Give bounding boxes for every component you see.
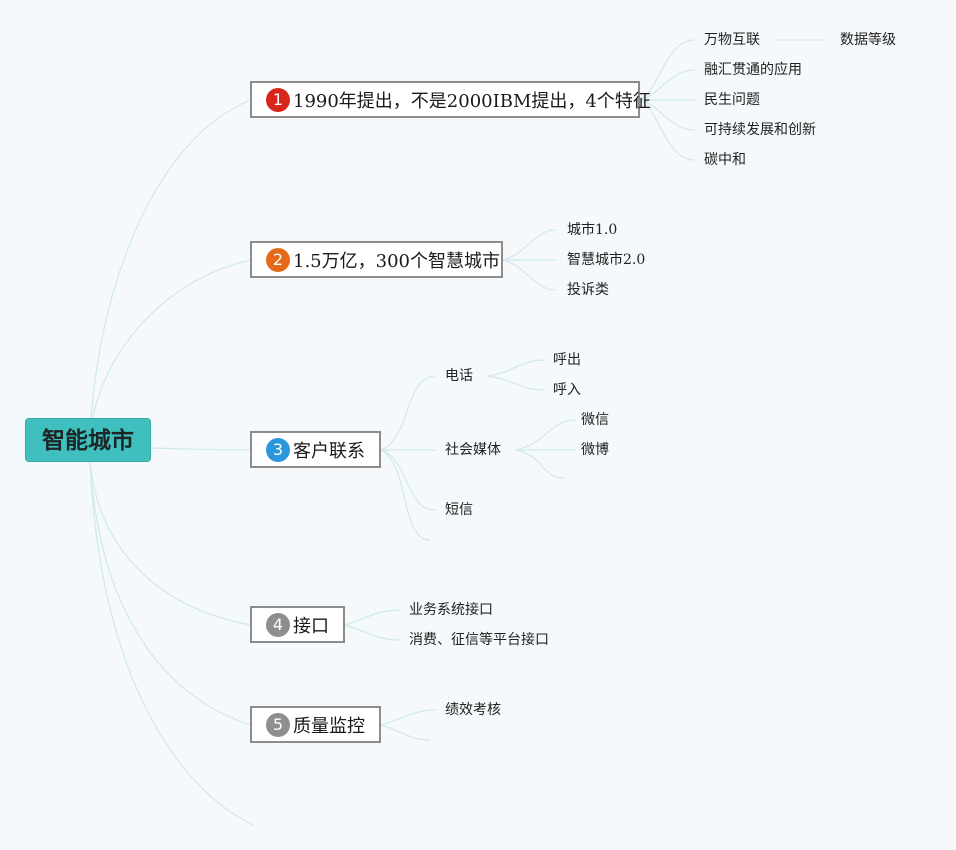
link-b1-c2 xyxy=(639,69,696,101)
subtopic[interactable]: 碳中和 xyxy=(704,152,746,168)
link-b3-c1 xyxy=(380,375,436,451)
link-b5-c2-empty xyxy=(380,724,431,741)
link-b5-c1 xyxy=(380,709,436,726)
branch-label: 接口 xyxy=(293,615,329,637)
link-b3-c4-empty xyxy=(380,449,431,541)
subtopic[interactable]: 短信 xyxy=(445,502,473,518)
subtopic[interactable]: 社会媒体 xyxy=(445,442,501,458)
link-b4-c1 xyxy=(343,609,401,626)
branch-label: 客户联系 xyxy=(293,440,365,462)
link-root-branch-3 xyxy=(150,447,252,451)
subtopic[interactable]: 投诉类 xyxy=(567,282,609,298)
link-b2-c3 xyxy=(502,259,556,291)
branch-topic-5[interactable]: 5 质量监控 xyxy=(250,706,381,743)
link-b1-c5 xyxy=(639,99,696,161)
link-b2-c1 xyxy=(502,229,556,261)
branch-topic-3[interactable]: 3 客户联系 xyxy=(250,431,381,468)
branch-label: 1.5万亿，300个智慧城市 xyxy=(293,250,500,272)
subtopic[interactable]: 微信 xyxy=(581,412,609,428)
subtopic[interactable]: 呼入 xyxy=(553,382,581,398)
branch-topic-1[interactable]: 1 1990年提出，不是2000IBM提出，4个特征 xyxy=(250,81,651,118)
subtopic[interactable]: 可持续发展和创新 xyxy=(704,122,816,138)
number-badge-5: 5 xyxy=(266,712,290,737)
subtopic[interactable]: 电话 xyxy=(445,368,473,384)
link-root-branch-5 xyxy=(89,461,252,726)
branch-topic-4[interactable]: 4 接口 xyxy=(250,606,345,643)
link-b4-c2 xyxy=(343,624,401,641)
link-root-branch-2 xyxy=(89,259,252,441)
number-badge-1: 1 xyxy=(266,87,290,112)
link-root-branch-1 xyxy=(89,99,252,441)
link-b3-c2-g3-empty xyxy=(514,449,566,479)
branch-topic-2[interactable]: 2 1.5万亿，300个智慧城市 xyxy=(250,241,503,278)
link-b3-c1-g2 xyxy=(487,375,546,391)
number-badge-3: 3 xyxy=(266,437,290,462)
subtopic[interactable]: 万物互联 xyxy=(704,32,760,48)
link-b3-c3 xyxy=(380,449,436,511)
subtopic[interactable]: 呼出 xyxy=(553,352,581,368)
subtopic[interactable]: 绩效考核 xyxy=(445,702,501,718)
link-b1-c4 xyxy=(639,99,696,131)
link-root-branch-4 xyxy=(89,461,252,626)
branch-label: 1990年提出，不是2000IBM提出，4个特征 xyxy=(293,90,651,112)
subtopic[interactable]: 微博 xyxy=(581,442,609,458)
link-b3-c2-g1 xyxy=(514,419,576,451)
subtopic[interactable]: 智慧城市2.0 xyxy=(567,252,646,268)
number-badge-4: 4 xyxy=(266,612,290,637)
subtopic[interactable]: 民生问题 xyxy=(704,92,760,108)
branch-label: 质量监控 xyxy=(293,715,365,737)
subtopic[interactable]: 数据等级 xyxy=(840,32,896,48)
subtopic[interactable]: 融汇贯通的应用 xyxy=(704,62,802,78)
subtopic[interactable]: 城市1.0 xyxy=(567,222,618,238)
link-b1-c1 xyxy=(639,39,696,101)
number-badge-2: 2 xyxy=(266,247,290,272)
link-b3-c1-g1 xyxy=(487,359,546,377)
subtopic[interactable]: 消费、征信等平台接口 xyxy=(409,632,549,648)
link-root-empty xyxy=(89,461,254,826)
root-topic[interactable]: 智能城市 xyxy=(25,418,151,462)
subtopic[interactable]: 业务系统接口 xyxy=(409,602,493,618)
